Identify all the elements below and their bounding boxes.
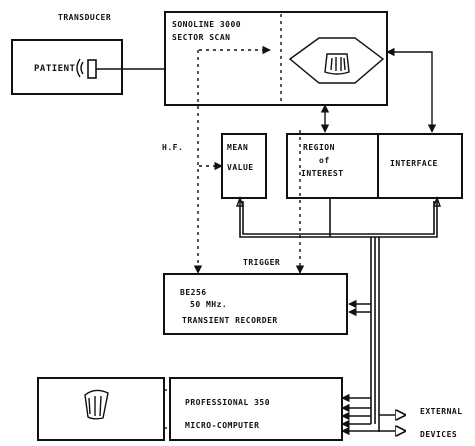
roi-label-line3: INTEREST bbox=[301, 169, 344, 178]
transducer-label: TRANSDUCER bbox=[58, 13, 111, 22]
patient-block: PATIENT bbox=[12, 40, 122, 94]
mean-label-line2: VALUE bbox=[227, 163, 254, 172]
recorder-label-line1: BE256 bbox=[180, 288, 207, 297]
external-label-line2: DEVICES bbox=[420, 430, 457, 439]
transducer-icon bbox=[77, 59, 96, 78]
mean-value-block: MEAN VALUE bbox=[222, 134, 266, 198]
micro-label-line2: MICRO-COMPUTER bbox=[185, 421, 259, 430]
sector-scan-screen-icon bbox=[290, 38, 383, 83]
interface-block: INTERFACE bbox=[378, 134, 462, 198]
micro-computer-block: PROFESSIONAL 350 MICRO-COMPUTER bbox=[170, 378, 342, 440]
ultrasound-image-icon bbox=[85, 390, 108, 418]
recorder-label-line2: 50 MHz. bbox=[190, 300, 227, 309]
external-label-line1: EXTERNAL bbox=[420, 407, 463, 416]
sonoline-subtitle: SECTOR SCAN bbox=[172, 33, 230, 42]
roi-label-line2: of bbox=[319, 156, 330, 165]
recorder-label-line3: TRANSIENT RECORDER bbox=[182, 316, 278, 325]
trigger-label: TRIGGER bbox=[243, 258, 280, 267]
sonoline-title: SONOLINE 3000 bbox=[172, 20, 241, 29]
computer-display-block bbox=[38, 378, 164, 440]
interface-label: INTERFACE bbox=[390, 159, 438, 168]
data-bus bbox=[237, 198, 440, 432]
roi-label-line1: REGION bbox=[303, 143, 335, 152]
patient-label: PATIENT bbox=[34, 64, 76, 74]
hf-label: H.F. bbox=[162, 143, 183, 152]
transient-recorder-block: BE256 50 MHz. TRANSIENT RECORDER bbox=[164, 274, 347, 334]
mean-label-line1: MEAN bbox=[227, 143, 248, 152]
micro-label-line1: PROFESSIONAL 350 bbox=[185, 398, 270, 407]
